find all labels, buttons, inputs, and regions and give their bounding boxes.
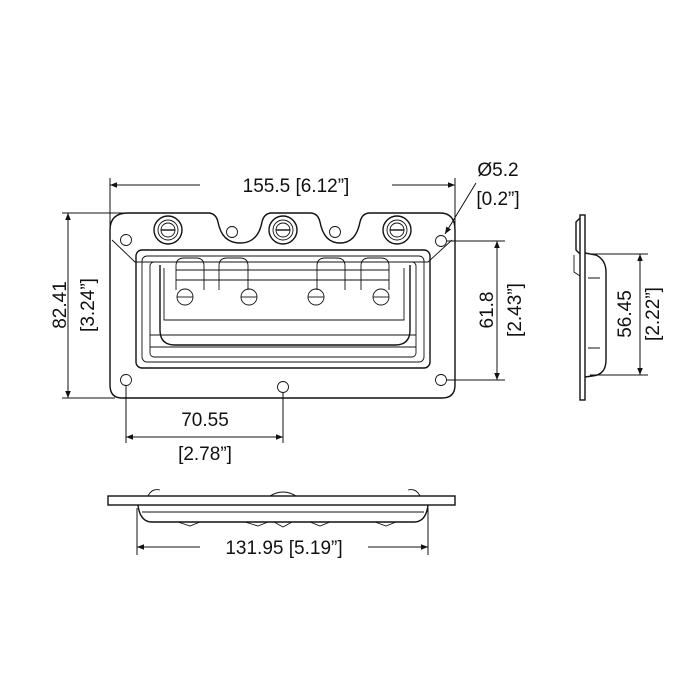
overall-width-label: 155.5 [6.12”] <box>243 176 350 197</box>
overall-height-label: 82.41 <box>50 281 71 329</box>
overall-height-inch-label: [3.24”] <box>78 278 99 332</box>
mounting-holes <box>120 226 447 393</box>
handle-springs <box>175 257 390 290</box>
side-view <box>573 214 607 401</box>
dimension-overall-height <box>62 212 130 399</box>
rivets <box>176 288 390 306</box>
bottom-view <box>107 489 456 528</box>
hole-spacing-label: 61.8 <box>477 292 498 329</box>
dimension-recess-width <box>136 508 429 555</box>
front-view <box>109 212 456 399</box>
hole-spacing-inch-label: [2.43”] <box>505 283 526 337</box>
dimension-hole-offset <box>125 386 284 443</box>
hole-offset-label: 70.55 <box>181 410 229 431</box>
hole-offset-inch-label: [2.78”] <box>178 444 232 465</box>
hole-diameter-label: Ø5.2 <box>477 160 518 181</box>
hole-diameter-leader <box>444 182 477 235</box>
recess-height-inch-label: [2.22”] <box>643 287 664 341</box>
flange-outline <box>109 212 456 399</box>
recess-width-label: 131.95 [5.19”] <box>225 538 342 559</box>
dimension-overall-width <box>109 178 456 228</box>
dimension-recess-height <box>590 253 648 376</box>
hinge-screws <box>153 215 412 245</box>
recess-outer <box>135 249 431 369</box>
hole-diameter-inch-label: [0.2”] <box>476 189 519 210</box>
recess-height-label: 56.45 <box>615 290 636 338</box>
dimension-hole-spacing-vertical <box>447 240 505 381</box>
handle <box>159 265 411 346</box>
